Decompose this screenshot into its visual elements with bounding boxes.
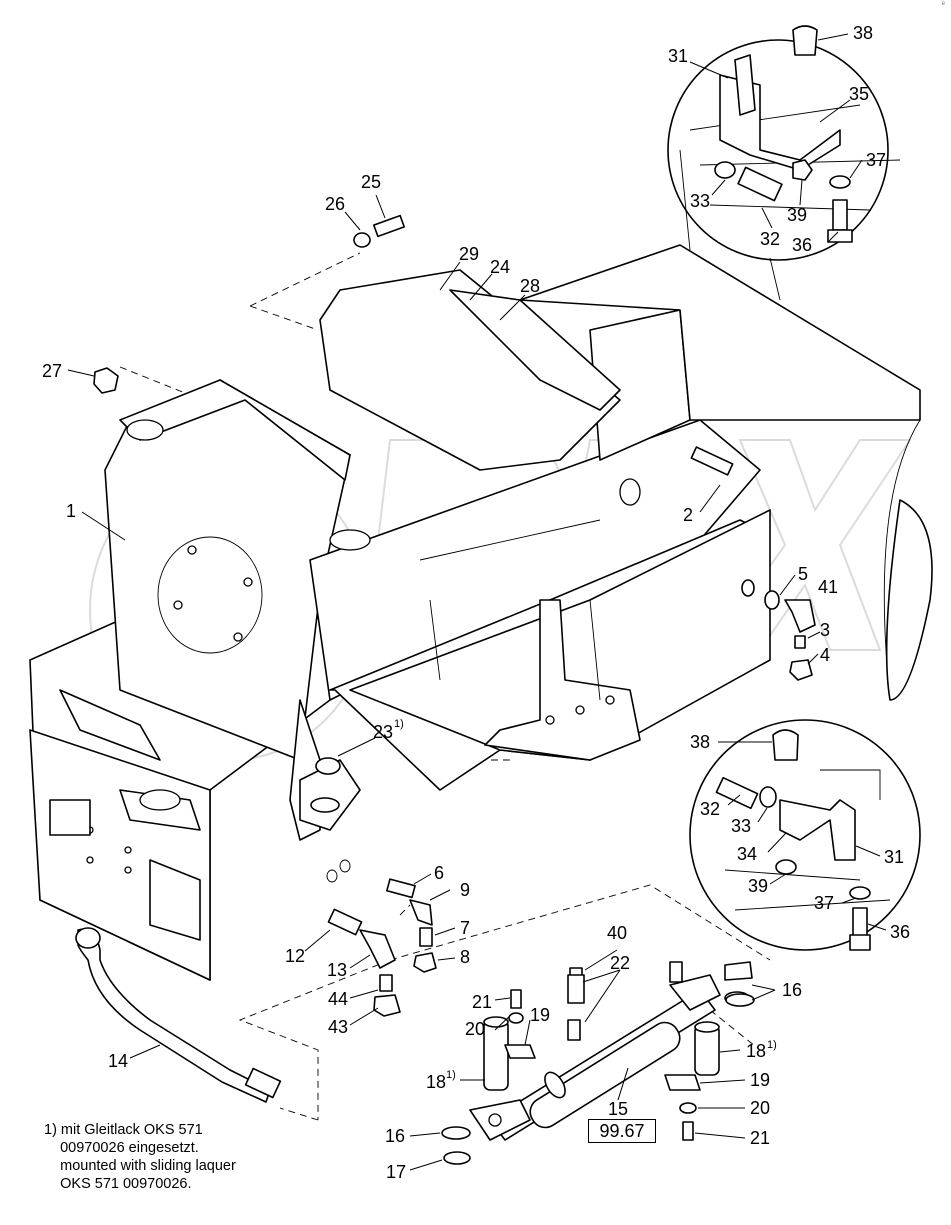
callout-37b: 37 — [814, 893, 834, 913]
callout-33b: 33 — [731, 816, 751, 836]
callout-3: 3 — [820, 620, 830, 640]
callout-31b: 31 — [884, 847, 904, 867]
callout-15: 15 — [608, 1099, 628, 1119]
callout-16a: 16 — [385, 1126, 405, 1146]
callout-25: 25 — [361, 172, 381, 192]
callout-26: 26 — [325, 194, 345, 214]
callout-1: 1 — [66, 501, 76, 521]
reference-box: 99.67 — [588, 1119, 656, 1143]
callout-14: 14 — [108, 1051, 128, 1071]
callout-18a-footnote: 1) — [446, 1069, 456, 1081]
callout-36b: 36 — [890, 922, 910, 942]
callout-16b: 16 — [782, 980, 802, 1000]
callout-23: 23 — [373, 722, 393, 742]
callout-31a: 31 — [668, 46, 688, 66]
callout-38a: 38 — [853, 23, 873, 43]
callout-21b: 21 — [750, 1128, 770, 1148]
callout-39a: 39 — [787, 205, 807, 225]
callout-38b: 38 — [690, 732, 710, 752]
callout-7: 7 — [460, 918, 470, 938]
inset-detail-top — [667, 25, 901, 301]
callout-40: 40 — [607, 923, 627, 943]
callout-33a: 33 — [690, 191, 710, 211]
main-frame — [29, 244, 933, 981]
callout-19b: 19 — [750, 1070, 770, 1090]
hardware-parts — [75, 214, 816, 1103]
corner-mark: e — [941, 1, 945, 7]
callout-32b: 32 — [700, 799, 720, 819]
callout-44: 44 — [328, 989, 348, 1009]
callout-6: 6 — [434, 863, 444, 883]
callout-41: 41 — [818, 577, 838, 597]
steering-cylinder — [441, 961, 755, 1165]
callout-24: 24 — [490, 257, 510, 277]
footnote: 1) mit Gleitlack OKS 571 00970026 einges… — [44, 1121, 236, 1193]
callout-27: 27 — [42, 361, 62, 381]
callout-29: 29 — [459, 244, 479, 264]
callout-19a: 19 — [530, 1005, 550, 1025]
callout-18b-footnote: 1) — [767, 1039, 777, 1051]
callout-43: 43 — [328, 1017, 348, 1037]
callout-34: 34 — [737, 844, 757, 864]
callout-37a: 37 — [866, 150, 886, 170]
callout-12: 12 — [285, 946, 305, 966]
callout-28: 28 — [520, 276, 540, 296]
callout-36a: 36 — [792, 235, 812, 255]
callout-labels: 1 2 3 4 5 6 7 8 9 12 13 14 15 16 16 17 1… — [42, 23, 910, 1182]
callout-5: 5 — [798, 564, 808, 584]
callout-4: 4 — [820, 645, 830, 665]
callout-21a: 21 — [472, 992, 492, 1012]
callout-39b: 39 — [748, 876, 768, 896]
footnote-line: 1) mit Gleitlack OKS 571 — [44, 1122, 203, 1138]
callout-2: 2 — [683, 505, 693, 525]
callout-9: 9 — [460, 880, 470, 900]
footnote-line: OKS 571 00970026. — [44, 1176, 192, 1192]
callout-22: 22 — [610, 953, 630, 973]
callout-20a: 20 — [465, 1019, 485, 1039]
callout-35: 35 — [849, 84, 869, 104]
callout-8: 8 — [460, 947, 470, 967]
footnote-line: mounted with sliding laquer — [44, 1158, 236, 1174]
callout-17: 17 — [386, 1162, 406, 1182]
callout-32a: 32 — [760, 229, 780, 249]
callout-20b: 20 — [750, 1098, 770, 1118]
leader-lines — [67, 33, 887, 1171]
inset-detail-right — [689, 719, 921, 951]
footnote-line: 00970026 eingesetzt. — [44, 1140, 199, 1156]
callout-23-footnote: 1) — [394, 718, 404, 730]
callout-18a: 18 — [426, 1072, 446, 1092]
callout-18b: 18 — [746, 1041, 766, 1061]
callout-13: 13 — [327, 960, 347, 980]
